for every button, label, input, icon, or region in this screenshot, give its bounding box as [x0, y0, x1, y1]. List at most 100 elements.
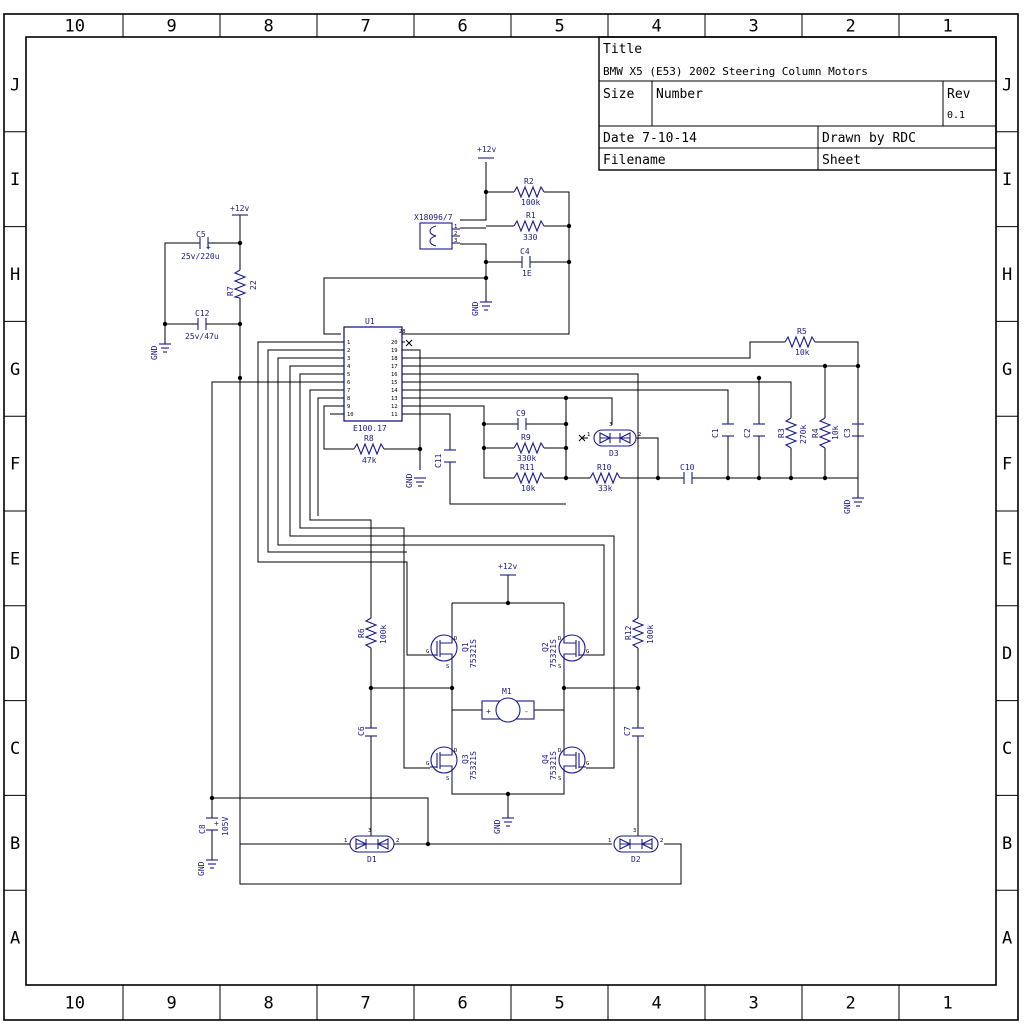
grid-col-bottom-10: 10 [65, 994, 85, 1014]
diode-d3: 1 2 3 D3 [578, 422, 641, 458]
mosfet-q1: G D S Q1 75321S [426, 632, 478, 672]
gnd-right: GND [843, 497, 864, 514]
svg-text:+: + [486, 707, 491, 716]
svg-text:R9: R9 [521, 433, 531, 442]
svg-text:1: 1 [454, 224, 457, 230]
svg-text:R6: R6 [357, 628, 366, 638]
vcc-left: +12v [230, 204, 249, 216]
svg-text:1E: 1E [522, 269, 532, 278]
u1-pin-10: 10 [347, 412, 354, 418]
svg-text:25v/47u: 25v/47u [185, 332, 219, 341]
svg-text:28: 28 [399, 329, 406, 335]
svg-text:+: + [206, 243, 211, 252]
gnd-left: GND [150, 343, 171, 360]
svg-text:M1: M1 [502, 687, 512, 696]
u1-pin-3: 3 [347, 356, 350, 362]
grid-col-bottom-2: 2 [846, 994, 856, 1014]
svg-text:+12v: +12v [477, 145, 496, 154]
svg-text:E100.17: E100.17 [353, 424, 387, 433]
drawn-by-label: Drawn by [822, 131, 885, 146]
size-label: Size [603, 87, 634, 102]
svg-text:R11: R11 [520, 463, 535, 472]
date-value: 7-10-14 [642, 131, 697, 146]
capacitor-c9: C9 [516, 409, 527, 430]
svg-text:Date 7-10-14: Date 7-10-14 [603, 131, 697, 146]
grid-col-top-4: 4 [652, 17, 662, 37]
svg-text:G: G [586, 649, 589, 655]
u1-pin-4: 4 [347, 364, 351, 370]
svg-text:D: D [558, 748, 561, 754]
capacitor-c2: C2 [743, 423, 765, 438]
svg-text:R8: R8 [364, 434, 374, 443]
svg-text:G: G [426, 761, 429, 767]
u1-pin-11: 11 [391, 412, 398, 418]
u1-pin-16: 16 [391, 372, 398, 378]
grid-col-top-9: 9 [167, 17, 177, 37]
u1-pin-2: 2 [347, 348, 350, 354]
drawing-title: BMW X5 (E53) 2002 Steering Column Motors [603, 65, 868, 78]
grid-row-right-J: J [1002, 75, 1012, 95]
grid-row-left-J: J [10, 75, 20, 95]
grid-row-right-G: G [1002, 360, 1012, 380]
grid-row-right-B: B [1002, 834, 1012, 854]
svg-text:C12: C12 [195, 309, 210, 318]
grid-col-top-1: 1 [943, 17, 953, 37]
svg-text:R1: R1 [526, 211, 536, 220]
svg-text:1: 1 [608, 838, 611, 844]
svg-text:Drawn by RDC: Drawn by RDC [822, 131, 916, 146]
svg-text:75321S: 75321S [549, 751, 558, 780]
date-label: Date [603, 131, 634, 146]
grid-row-left-H: H [10, 265, 20, 285]
svg-text:GND: GND [843, 499, 852, 514]
svg-text:GND: GND [493, 819, 502, 834]
gnd-u1: GND [405, 473, 426, 488]
grid-col-top-6: 6 [458, 17, 468, 37]
grid-col-top-5: 5 [555, 17, 565, 37]
svg-text:C10: C10 [680, 463, 695, 472]
grid-col-bottom-8: 8 [264, 994, 274, 1014]
svg-text:C4: C4 [520, 247, 530, 256]
svg-text:S: S [446, 776, 449, 782]
grid-col-bottom-4: 4 [652, 994, 662, 1014]
svg-text:D: D [558, 636, 561, 642]
svg-text:1: 1 [587, 432, 590, 438]
grid-row-right-F: F [1002, 455, 1012, 475]
u1-pin-19: 19 [391, 348, 398, 354]
motor-m1: + - M1 [481, 687, 535, 723]
svg-text:75321S: 75321S [469, 751, 478, 780]
svg-text:GND: GND [197, 861, 206, 876]
resistor-r8: R8 47k [353, 434, 385, 465]
svg-text:R12: R12 [624, 625, 633, 640]
resistor-r2: R2 100k [513, 177, 545, 207]
resistor-r7: R7 22 [226, 269, 258, 299]
u1-pin-13: 13 [391, 396, 398, 402]
svg-text:GND: GND [405, 473, 414, 488]
svg-text:10k: 10k [831, 425, 840, 440]
svg-text:U1: U1 [365, 317, 375, 326]
title-label: Title [603, 42, 642, 57]
svg-text:R5: R5 [797, 327, 807, 336]
outer-frame [3, 13, 1019, 1021]
capacitor-c12: C12 25v/47u [185, 309, 219, 341]
capacitor-c5: C5 + 25v/220u [181, 230, 220, 261]
capacitor-c7: C7 [623, 726, 644, 737]
svg-text:100k: 100k [646, 625, 655, 644]
svg-text:R4: R4 [811, 428, 820, 438]
u1-pin-5: 5 [347, 372, 350, 378]
mosfet-q3: G D S Q3 75321S [426, 744, 478, 784]
diode-d1: 1 2 3 D1 [344, 828, 399, 864]
grid-row-right-E: E [1002, 549, 1012, 569]
svg-text:S: S [558, 664, 561, 670]
grid-row-left-G: G [10, 360, 20, 380]
gnd-top: GND [471, 301, 492, 316]
grid-row-right-I: I [1002, 170, 1012, 190]
svg-text:10k: 10k [521, 484, 536, 493]
u1-pin-6: 6 [347, 380, 350, 386]
capacitor-c4: C4 1E [520, 247, 532, 278]
wires [164, 162, 859, 885]
svg-text:330k: 330k [517, 454, 536, 463]
number-label: Number [656, 87, 703, 102]
svg-text:R2: R2 [524, 177, 534, 186]
